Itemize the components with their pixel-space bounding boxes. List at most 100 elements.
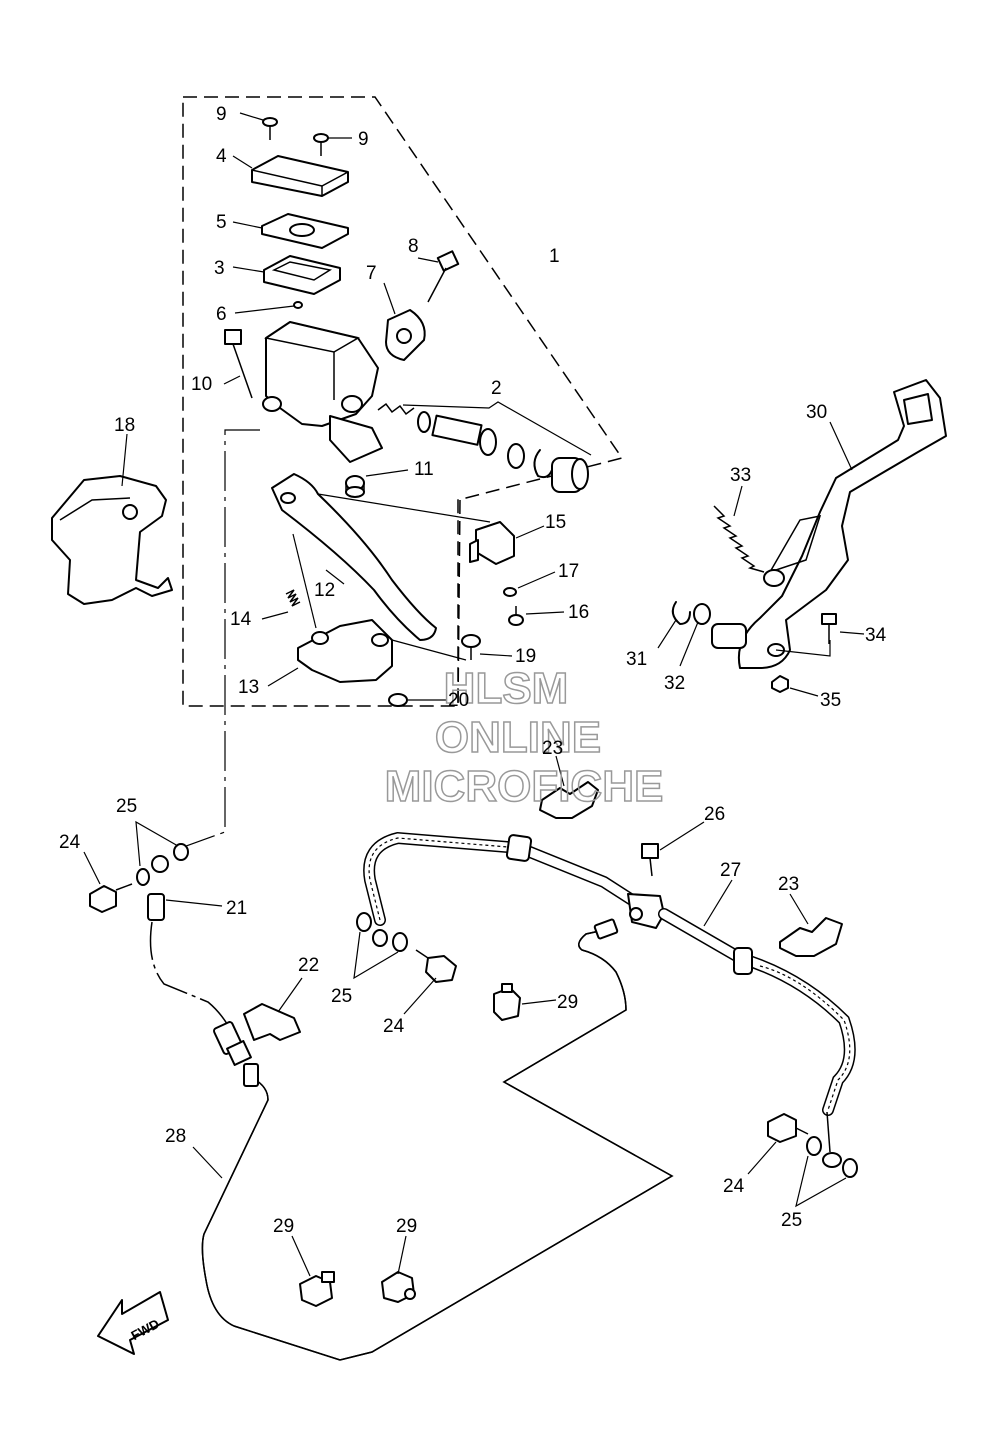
holder-7	[385, 309, 426, 361]
union-bolt-24a	[89, 883, 133, 913]
boot-11	[345, 475, 365, 498]
callout-26: 26	[704, 804, 725, 825]
washer-25e	[806, 1136, 822, 1156]
callout-24c: 24	[723, 1176, 745, 1197]
callout-6: 6	[216, 304, 227, 325]
callout-9b: 9	[358, 129, 369, 150]
watermark: HLSM ONLINE MICROFICHE	[384, 663, 664, 812]
callout-22: 22	[298, 955, 319, 976]
washer-25f	[842, 1158, 858, 1178]
forward-direction-arrow: FWD	[97, 1291, 169, 1355]
washer-25d	[392, 932, 408, 952]
union-bolt-24c	[767, 1113, 809, 1143]
callout-25a: 25	[116, 796, 137, 817]
bleed-bolt-26	[641, 843, 659, 877]
callout-16: 16	[568, 602, 589, 623]
brake-switch-15	[469, 521, 515, 565]
callout-20: 20	[448, 690, 469, 711]
washer-17	[503, 587, 517, 597]
callout-34: 34	[865, 625, 887, 646]
reservoir-cap-4	[251, 155, 349, 197]
callout-3: 3	[214, 258, 225, 279]
brake-lever-12	[271, 473, 437, 641]
protector-6	[293, 301, 303, 309]
callout-32: 32	[664, 673, 685, 694]
callout-9a: 9	[216, 104, 227, 125]
callout-17: 17	[558, 561, 579, 582]
pivot-pin-19	[461, 634, 481, 660]
grommet-29b	[299, 1271, 335, 1307]
callout-11: 11	[414, 459, 434, 480]
return-spring-33	[713, 505, 765, 573]
grommet-29a	[493, 983, 521, 1021]
nut-35	[771, 675, 789, 693]
master-cylinder-body	[262, 321, 383, 463]
washer-25b	[173, 843, 189, 861]
diaphragm-3	[263, 255, 341, 295]
callout-2: 2	[491, 378, 502, 399]
callout-29a: 29	[557, 992, 578, 1013]
diaphragm-plate-5	[261, 213, 349, 249]
brake-pedal-30	[711, 379, 947, 669]
bolt-10	[224, 329, 253, 399]
callout-7: 7	[366, 263, 377, 284]
callout-23b: 23	[778, 874, 799, 895]
brake-pipe-28	[201, 918, 674, 1361]
grommet-29c	[381, 1271, 416, 1303]
callout-30: 30	[806, 402, 827, 423]
callout-25c: 25	[781, 1210, 802, 1231]
screw-9a	[262, 117, 278, 140]
callout-10: 10	[191, 374, 212, 395]
brake-hose-21	[147, 855, 252, 1066]
callout-28: 28	[165, 1126, 186, 1147]
washer-32	[693, 603, 711, 625]
watermark-line3: MICROFICHE	[385, 762, 664, 811]
washer-25a	[136, 868, 150, 886]
hose-clamp-23a	[539, 781, 599, 819]
master-cylinder-group-boundary	[182, 96, 624, 707]
callout-15: 15	[545, 512, 566, 533]
callout-19: 19	[515, 646, 536, 667]
callout-35: 35	[820, 690, 841, 711]
callout-21: 21	[226, 898, 247, 919]
brake-hose-27	[363, 831, 856, 1168]
callout-24b: 24	[383, 1016, 405, 1037]
circlip-31	[671, 601, 691, 625]
callout-23a: 23	[542, 738, 563, 759]
switch-group-boundary	[457, 499, 461, 707]
callout-12: 12	[314, 580, 335, 601]
callout-13: 13	[238, 677, 259, 698]
callout-1: 1	[549, 246, 560, 267]
callout-25b: 25	[331, 986, 352, 1007]
screw-16	[508, 606, 524, 626]
hose-clip-22	[243, 1003, 301, 1041]
hose-link-line	[174, 429, 260, 851]
bolt-34	[821, 613, 837, 644]
hose-eye-left	[372, 929, 388, 947]
callout-24a: 24	[59, 832, 81, 853]
hand-guard-18	[51, 475, 173, 605]
spring-14	[285, 589, 301, 607]
callout-29b: 29	[273, 1216, 294, 1237]
callout-18: 18	[114, 415, 135, 436]
bolt-8	[427, 250, 460, 303]
callout-33: 33	[730, 465, 751, 486]
callout-labels: 1 2 3 4 5 6 7 8 9 9 10 11 12 13 14 15 16…	[59, 104, 887, 1237]
washer-25c	[356, 912, 372, 932]
callout-29c: 29	[396, 1216, 417, 1237]
callout-31: 31	[626, 649, 647, 670]
callout-4: 4	[216, 146, 227, 167]
callout-27: 27	[720, 860, 741, 881]
watermark-line1: HLSM	[444, 664, 569, 713]
screw-9b	[313, 133, 329, 156]
union-bolt-24b	[415, 949, 457, 983]
piston-kit-2	[377, 402, 589, 493]
lever-bracket-13	[297, 619, 393, 683]
callout-5: 5	[216, 212, 227, 233]
hose-clamp-23b	[779, 917, 843, 957]
callout-14: 14	[230, 609, 252, 630]
callout-8: 8	[408, 236, 419, 257]
watermark-line2: ONLINE	[435, 713, 601, 762]
washer-20	[388, 693, 408, 707]
